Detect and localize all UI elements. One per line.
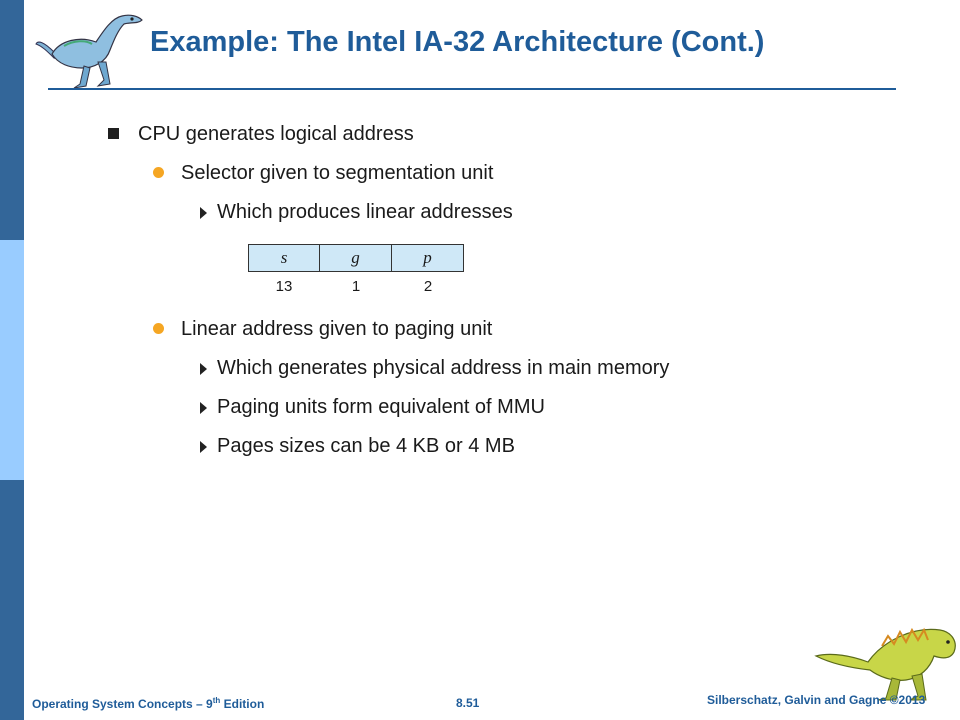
bullet-level3-linear: Which produces linear addresses xyxy=(217,201,513,223)
square-bullet-icon xyxy=(108,128,119,139)
bullet-level3-page-sizes: Pages sizes can be 4 KB or 4 MB xyxy=(217,435,515,457)
dinosaur-illustration-icon xyxy=(814,627,956,701)
field-g-cell: g xyxy=(320,244,392,272)
footer-edition-superscript: th xyxy=(212,696,221,705)
circle-bullet-icon xyxy=(153,167,164,178)
bullet-level1-cpu: CPU generates logical address xyxy=(138,123,414,145)
bits-p-label: 2 xyxy=(423,278,433,295)
bullet-level2-paging-unit: Linear address given to paging unit xyxy=(181,318,493,340)
bullet-level2-selector: Selector given to segmentation unit xyxy=(181,162,494,184)
arrow-bullet-icon xyxy=(200,441,207,453)
bullet-level3-physical: Which generates physical address in main… xyxy=(217,357,670,379)
footer-copyright: Silberschatz, Galvin and Gagne ©2013 xyxy=(707,693,926,707)
footer-book-title-suffix: Edition xyxy=(220,697,265,711)
address-bits-row: 13 1 2 xyxy=(248,278,464,295)
linear-address-format-table: s g p 13 1 2 xyxy=(248,244,464,295)
bits-s-label: 13 xyxy=(275,278,293,295)
title-divider xyxy=(48,88,896,90)
arrow-bullet-icon xyxy=(200,207,207,219)
arrow-bullet-icon xyxy=(200,402,207,414)
footer-book-title: Operating System Concepts – 9th Edition xyxy=(32,696,264,711)
footer-page-number: 8.51 xyxy=(456,696,480,710)
left-sidebar-bar xyxy=(0,0,24,720)
dinosaur-logo-icon xyxy=(35,14,143,89)
bullet-level3-mmu: Paging units form equivalent of MMU xyxy=(217,396,545,418)
bits-g-label: 1 xyxy=(351,278,361,295)
field-p-cell: p xyxy=(392,244,464,272)
address-fields-row: s g p xyxy=(248,244,464,272)
field-s-cell: s xyxy=(248,244,320,272)
sidebar-light-segment xyxy=(0,240,24,480)
circle-bullet-icon xyxy=(153,323,164,334)
slide-title: Example: The Intel IA-32 Architecture (C… xyxy=(150,26,765,58)
footer-book-title-prefix: Operating System Concepts – 9 xyxy=(32,697,213,711)
arrow-bullet-icon xyxy=(200,363,207,375)
